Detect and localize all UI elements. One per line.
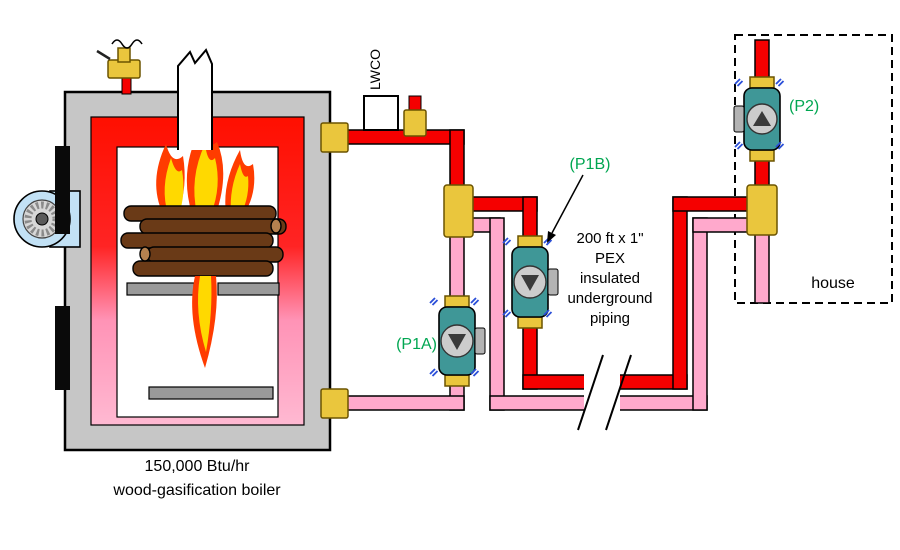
boiler-return-union [320, 388, 349, 419]
pump-union-nut [749, 76, 775, 89]
wood-gasification-boiler [13, 48, 332, 452]
pump-flow-arrow-up [753, 111, 771, 126]
relief-valve-details [96, 39, 143, 61]
pump-p1b [502, 237, 559, 318]
fire-flames [156, 126, 255, 214]
relief-valve-lever [96, 49, 111, 61]
door-handle-upper [55, 146, 70, 234]
pump-bolts [734, 78, 785, 150]
pump-union-nut [444, 374, 470, 387]
house-dashed-box [734, 34, 893, 304]
lwco-device: LWCO [363, 49, 399, 131]
supply-return-tee [443, 184, 474, 238]
flame-core [230, 164, 249, 214]
blower-hub [35, 212, 49, 226]
pex-note-line4: underground [567, 290, 652, 307]
pump-flow-arrow-down [521, 275, 539, 291]
pump-motor [733, 105, 745, 133]
gasification-flame [192, 276, 217, 368]
pex-note-line1: 200 ft x 1" [576, 230, 643, 247]
pump-union-nut [444, 295, 470, 308]
house-boundary: house [734, 34, 893, 304]
log-end [270, 218, 282, 234]
pump-p1a [429, 297, 486, 377]
pipe-break-gap [584, 364, 620, 418]
hearth-slab [148, 386, 274, 400]
flame-core [194, 144, 218, 214]
p1b-arrow-line [551, 174, 584, 234]
grate-left [126, 282, 195, 296]
log [120, 232, 274, 249]
pump-motor [547, 268, 559, 296]
pex-note-line3: insulated [580, 270, 640, 287]
pump-union-nut [749, 149, 775, 162]
pipe-break-slash [577, 354, 604, 431]
gasification-flame-core [198, 276, 212, 352]
pump-bolts [429, 297, 480, 377]
pump-p2-label: (P2) [789, 98, 819, 115]
pump-p2 [733, 78, 785, 151]
pex-note-line5: piping [590, 310, 630, 327]
house-label: house [811, 275, 855, 292]
log [146, 246, 284, 263]
log [139, 218, 287, 235]
pump-p1a-label: (P1A) [396, 336, 437, 353]
p1b-arrowhead [547, 231, 556, 243]
wood-logs [120, 205, 287, 277]
lwco-label: LWCO [367, 49, 383, 90]
supply-pipe-segment [672, 196, 688, 390]
pump-union-nut [517, 316, 543, 329]
caption-line1: 150,000 Btu/hr [145, 458, 251, 475]
pump-motor [474, 327, 486, 355]
grate-right [217, 282, 280, 296]
flame-core-layer [164, 144, 249, 214]
return-pipe-segment [489, 217, 505, 411]
flame-core [164, 158, 184, 214]
return-pipe-segment [331, 395, 465, 411]
chimney [177, 48, 213, 150]
pump-flow-arrow-down [448, 334, 466, 350]
pex-note: 200 ft x 1" PEX insulated underground pi… [567, 230, 652, 327]
caption-line2: wood-gasification boiler [112, 482, 281, 499]
pex-note-line2: PEX [595, 250, 625, 267]
door-handle-lower [55, 306, 70, 390]
return-pipe-segment [692, 217, 708, 411]
pump-p1b-label: (P1B) [570, 156, 611, 173]
house-tee-fitting [746, 184, 778, 236]
relief-valve-bonnet [117, 47, 131, 63]
log [132, 260, 274, 277]
blower-fan [13, 190, 81, 248]
supply-pipe-segment [331, 129, 465, 145]
air-vent-body [403, 109, 427, 137]
p1b-arrow [547, 174, 584, 243]
pump-union-nut [517, 235, 543, 248]
boiler-supply-union [320, 122, 349, 153]
pipe-break-slash [605, 354, 632, 431]
boiler-caption: 150,000 Btu/hr wood-gasification boiler [112, 458, 281, 499]
lwco-box [363, 95, 399, 131]
pipe-break-symbol [577, 354, 632, 431]
relief-discharge-squiggle [111, 39, 143, 49]
log-end [139, 246, 151, 262]
